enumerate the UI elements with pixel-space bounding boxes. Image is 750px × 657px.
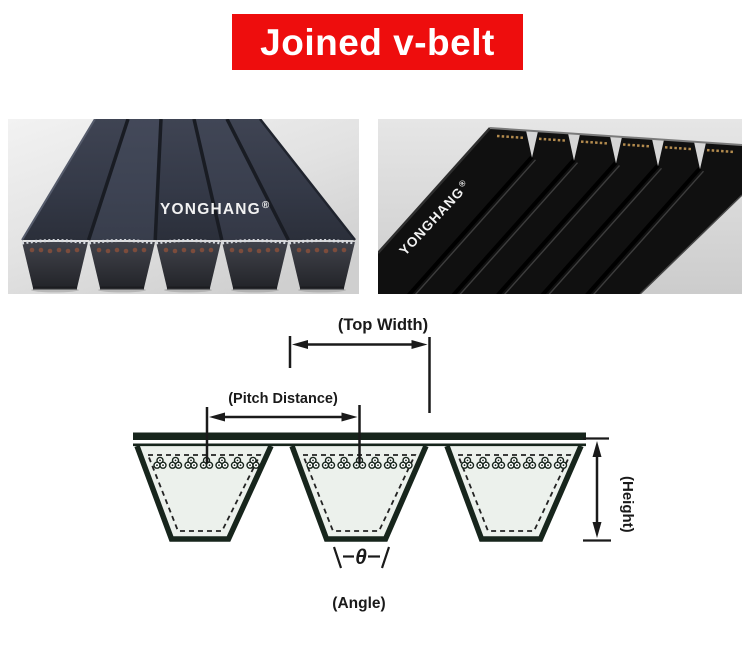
brand-text: YONGHANG® [160,200,270,218]
dimension-height [583,437,611,542]
angle-label: (Angle) [332,595,385,612]
belt-rib-cross-sections [21,239,356,293]
registered-mark: ® [262,200,271,211]
theta-symbol: θ [355,546,367,569]
product-photo-angled-view: YONGHANG® [378,119,742,294]
brand-name: YONGHANG [160,201,261,218]
top-width-label: (Top Width) [338,316,428,334]
belt-angled [378,127,742,294]
dimension-angle [332,546,391,569]
belt-cross-section-diagram: (Top Width) (Pitch Distance) (Height) θ [133,316,636,612]
belt-grooves [378,155,705,294]
title-banner: Joined v-belt [232,14,523,70]
pitch-distance-label: (Pitch Distance) [228,391,338,407]
product-photo-front-view: YONGHANG® [8,119,359,294]
stitched-edge [21,239,356,245]
cord-dots [29,247,347,254]
rib-shapes [133,432,586,542]
page-title: Joined v-belt [260,21,495,63]
rib-inner-dashed-outline [146,454,572,532]
dimension-pitch-distance [205,405,361,463]
belt-top-surface [21,119,356,241]
rib-notches [526,130,706,170]
height-label: (Height) [619,476,636,533]
dimension-top-width [288,336,431,413]
rib-outlines [134,444,584,542]
belt-back-edge [489,127,742,146]
